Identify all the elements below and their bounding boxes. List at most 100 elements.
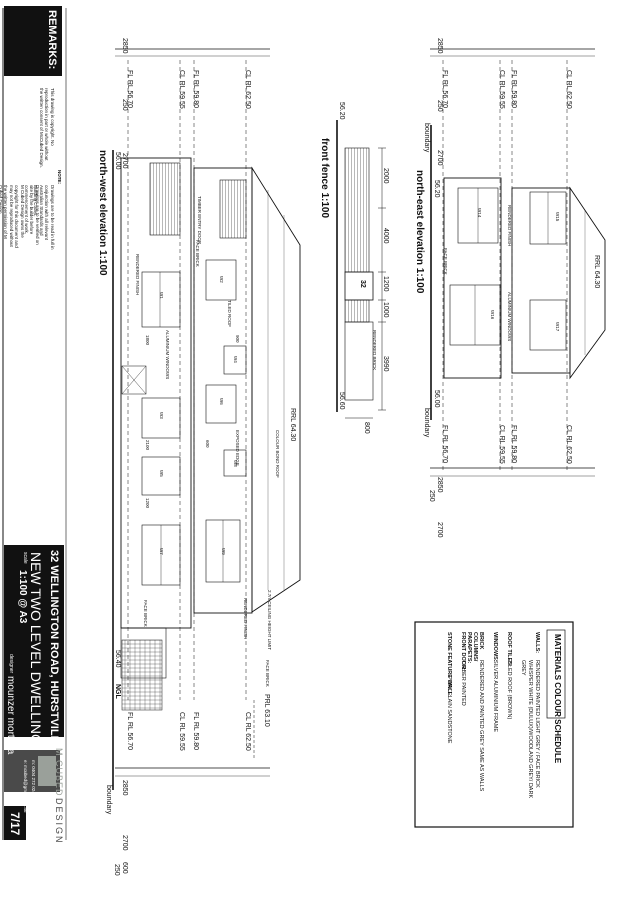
nw-ceiling-limit: 2.7m CEILING HEIGHT LIMIT [267,590,272,651]
nw-ngl-rl: 56.40 [114,650,121,668]
nw-window-label-w7: W7 [159,548,164,555]
nw-window-w3 [141,397,181,439]
remarks-note-2: Drawings are to be verified on site by t… [24,185,40,245]
materials-box [414,621,574,828]
remarks-heading: REMARKS: [46,10,58,70]
north-west-elevation [112,48,301,790]
fence-title: front fence 1:100 [319,138,330,219]
title-scale-label: scale [22,552,28,564]
fence-dim-1: 2000 [382,168,389,184]
materials-row-3-label: WINDOWS: [492,632,498,662]
materials-row-4-value: RENDERED AND PAINTED GREY SAME AS WALLS [478,660,484,792]
ne-ngl-left: 56.20 [433,180,440,198]
ne-note-3: FACE BRICK [443,248,448,275]
nw-ridge: RRL 64.30 [289,408,296,442]
nw-boundary: boundary [105,785,112,815]
remarks-note-heading: NOTE: [57,170,62,184]
nw-win-size-5: 1200 [145,498,150,509]
fence-dim-2: 4000 [382,228,389,244]
ne-level-top-2: CL RL 59.55 [498,70,505,109]
ne-ridge: RRL 64.30 [593,255,600,289]
nw-ngl-top: 56.00 [114,152,121,170]
nw-balustrade [149,162,181,236]
nw-note-10: FACE BRICK [265,660,270,687]
logo-accent [38,756,56,786]
ne-window-label-w14: W14 [477,208,482,218]
nw-dim-bottom-4: 600 [121,862,128,874]
remarks-header-block [4,6,62,76]
nw-stone-feature [121,639,163,711]
ne-note-2: ALUMINIUM WINDOWS [507,292,512,342]
nw-level-bottom-4: CL RL 62.50 [244,712,251,751]
nw-win-size-1: 1800 [145,335,150,346]
nw-level-top-1: FL RL 56.70 [126,70,133,109]
materials-row-5-value: TIMBER PAINTED [460,660,466,706]
ne-level-bottom-1: FL RL 56.70 [441,425,448,464]
nw-window-label-w4: W4 [233,356,238,363]
nw-note-7: COLOUR BOND ROOF [275,430,280,478]
ne-lower-wall [443,177,502,379]
fence-house-number: 32 [359,280,366,288]
ne-level-top-1: FL RL 56.70 [441,70,448,109]
ne-dim-top-1: 2850 [436,38,443,54]
title-designer: mounzer morteda [5,676,16,755]
nw-door-hinge-mark [121,365,147,395]
nw-win-size-2: 900 [235,335,240,343]
fence-level-1: 56.20 [338,102,345,120]
nw-window-label-w9: W9 [221,548,226,555]
ne-level-bottom-4: CL RL 62.50 [565,425,572,464]
nw-note-9: EXPOSED EDGE [235,430,240,466]
nw-dim-bottom-2: 2700 [121,835,128,851]
nw-window-w4 [223,345,247,375]
title-contact-e: e: mcubed@gmail.com.au [23,760,28,813]
ne-dim-bottom-2: 2700 [436,522,443,538]
nw-dim-bottom-3: 250 [113,864,120,876]
materials-row-3-value: SILVER ALUMINIUM FRAME [492,660,498,733]
remarks-note-3: M Cubed Design owns the copyright for th… [0,185,25,248]
nw-level-top-2: CL RL 59.55 [178,70,185,109]
title-scale: 1:100 @ A3 [17,570,28,624]
title-address: 32 WELLINGTON ROAD, HURSTVILLE [48,550,60,750]
ne-note-1: RENDERED FINISH [507,205,512,247]
nw-window-w8 [223,449,247,477]
ne-boundary-top: boundary [423,123,430,153]
nw-window-label-w6: W6 [219,398,224,405]
materials-heading: MATERIALS COLOUR SCHEDULE [553,634,562,764]
nw-window-w1 [141,271,181,328]
sheet-number-block [4,806,26,840]
materials-row-1-value: RENDERED PAINTED LIGHT GREY / FACE BRICK… [520,660,540,799]
fence-dim-5: 3990 [382,356,389,372]
ne-level-bottom-2: CL RL 59.55 [498,425,505,464]
nw-level-bottom-5: PRL 63.10 [263,694,270,727]
materials-heading-box [546,629,566,719]
north-east-elevation [430,48,606,477]
ne-dim-top-3: 2700 [436,150,443,166]
nw-window-label-w5: W5 [159,470,164,477]
nw-dim-top-3: 2700 [121,153,128,169]
nw-window-label-w3: W3 [159,412,164,419]
fence-panel-mid [344,299,370,323]
nw-window-w6 [205,384,237,424]
nw-dim-bottom-1: 2850 [121,780,128,796]
nw-window-label-w1: W1 [159,292,164,299]
ne-dim-bottom-1: 2850 [436,477,443,493]
ne-window-label-w16: W16 [490,310,495,320]
title-project: NEW TWO LEVEL DWELLING [28,552,44,745]
fence-panel-left [344,147,370,273]
materials-row-6-value: PORCELAIN SANDSTONE [446,676,452,744]
fence-level-2: 56.60 [338,392,345,410]
ne-boundary-bottom: boundary [423,408,430,438]
nw-note-8: ALUMINIUM WINDOWS [165,330,170,380]
title-contact-m: m: 0404 272 024 [31,760,36,794]
nw-note-1: RENDERED FINISH [135,254,140,296]
nw-ngl: NGL [114,684,121,699]
nw-level-bottom-3: FL RL 59.80 [192,712,199,751]
nw-garage-door [219,179,247,239]
ne-level-bottom-3: FL RL 59.80 [510,425,517,464]
nw-win-size-3: 2100 [145,440,150,451]
fence-gate [344,321,374,401]
nw-note-5: RENDERED FINISH [243,598,248,640]
nw-dim-top-1: 2850 [121,38,128,54]
ne-upper-wall [511,187,571,374]
